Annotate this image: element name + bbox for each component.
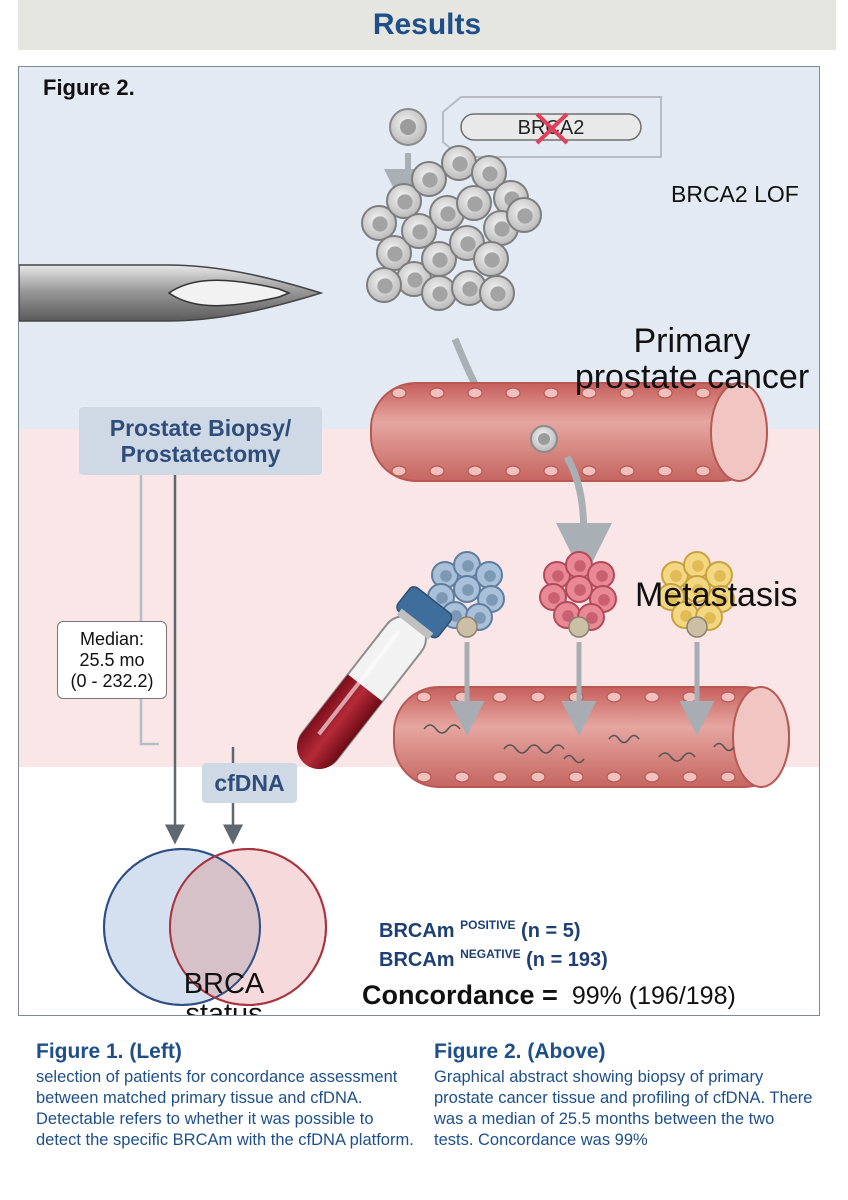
- venn-center-label: BRCA status: [159, 968, 289, 1016]
- figure-1-caption: Figure 1. (Left) selection of patients f…: [36, 1040, 416, 1151]
- metastasis-label: Metastasis: [635, 576, 798, 614]
- biopsy-line1: Prostate Biopsy/: [109, 415, 292, 441]
- caption-right-title: Figure 2. (Above): [434, 1040, 606, 1063]
- biopsy-line2: Prostatectomy: [120, 441, 281, 467]
- venn-diagram: [103, 848, 327, 1006]
- primary-label-line1: Primary: [633, 322, 751, 360]
- figure-2-caption: Figure 2. (Above) Graphical abstract sho…: [434, 1040, 814, 1151]
- primary-cancer-label: Primary prostate cancer: [557, 322, 819, 396]
- caption-left-title: Figure 1. (Left): [36, 1040, 182, 1063]
- blue-metastatic-cluster-icon: [427, 551, 505, 638]
- concordance-label: Concordance =: [362, 980, 558, 1010]
- lof-label: BRCA2 LOF: [671, 181, 799, 207]
- pink-metastatic-cluster-icon: [539, 551, 617, 638]
- brca-negative-stat: BRCAm NEGATIVE (n = 193): [379, 947, 608, 972]
- caption-left-body: selection of patients for concordance as…: [36, 1068, 414, 1149]
- median-line3: (0 - 232.2): [70, 670, 154, 691]
- yellow-metastatic-cluster-icon: [657, 551, 735, 638]
- brca-neg-count: (n = 193): [526, 949, 608, 971]
- results-header: Results: [18, 0, 836, 50]
- upper-blood-vessel-icon: [370, 382, 768, 482]
- concordance-line: Concordance = 99% (196/198): [362, 980, 736, 1011]
- brca-pos-superscript: POSITIVE: [460, 918, 516, 932]
- primary-tumor-cluster-icon: [361, 145, 542, 311]
- venn-line2: status: [185, 998, 263, 1016]
- biopsy-label-box: Prostate Biopsy/ Prostatectomy: [79, 407, 322, 475]
- median-line2: 25.5 mo: [79, 649, 145, 670]
- circulating-tumor-cell-icon: [530, 425, 558, 453]
- caption-right-body: Graphical abstract showing biopsy of pri…: [434, 1068, 813, 1149]
- figure-2-panel: BRCA2: [18, 66, 820, 1016]
- cfdna-label-box: cfDNA: [202, 763, 297, 803]
- deletion-cross-icon: [535, 112, 569, 145]
- primary-label-line2: prostate cancer: [574, 358, 810, 396]
- venn-line1: BRCA: [183, 968, 265, 1000]
- graphical-abstract-artwork: BRCA2: [19, 96, 790, 1006]
- results-title: Results: [372, 8, 482, 41]
- brca-pos-prefix: BRCAm: [379, 920, 455, 942]
- figure-label: Figure 2.: [43, 75, 135, 100]
- median-line1: Median:: [79, 628, 145, 649]
- blood-tube-icon: [297, 586, 453, 769]
- brca-neg-prefix: BRCAm: [379, 949, 455, 971]
- brca-positive-stat: BRCAm POSITIVE (n = 5): [379, 918, 581, 943]
- cfdna-fragments-icon: [423, 724, 735, 764]
- brca-neg-superscript: NEGATIVE: [460, 947, 521, 961]
- single-cell-icon: [389, 108, 427, 146]
- biopsy-needle-icon: [19, 264, 324, 322]
- lower-blood-vessel-icon: [393, 686, 790, 788]
- median-interval-box: Median: 25.5 mo (0 - 232.2): [57, 621, 167, 699]
- concordance-value: 99% (196/198): [571, 982, 736, 1010]
- metastasis-arrow: [555, 455, 612, 579]
- brca-pos-count: (n = 5): [521, 920, 581, 942]
